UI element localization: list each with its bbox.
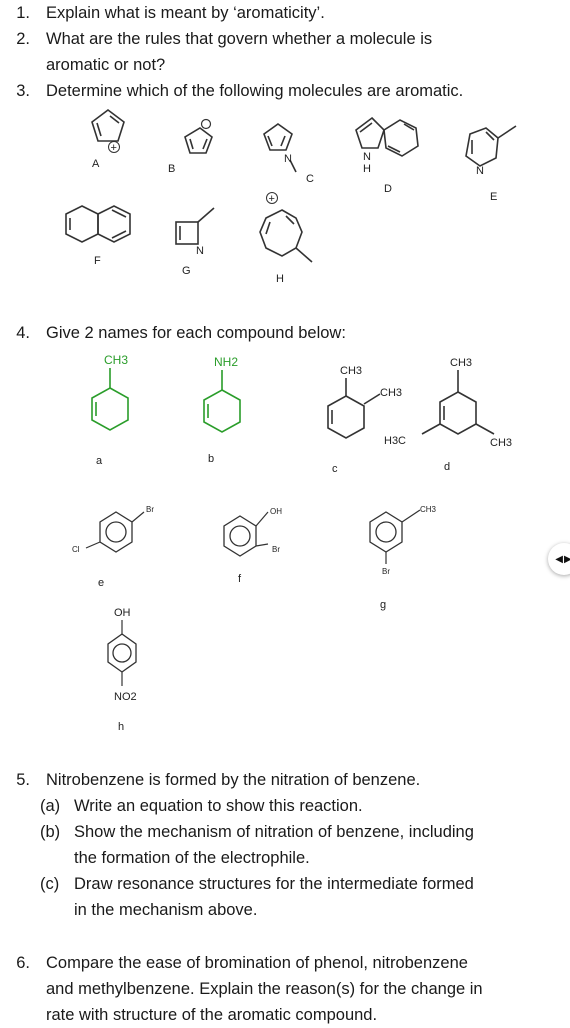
question-number: 1. bbox=[16, 4, 30, 22]
substituent-ch3: CH3 bbox=[490, 437, 512, 449]
question-text: What are the rules that govern whether a… bbox=[46, 30, 433, 48]
question-text: Explain what is meant by ‘aromaticity’. bbox=[46, 4, 325, 22]
q5-part-a: (a) Write an equation to show this react… bbox=[40, 793, 363, 819]
atom-N: N bbox=[363, 151, 371, 163]
part-label: (a) bbox=[40, 797, 61, 815]
part-label: (b) bbox=[40, 823, 61, 841]
compound-f: OH Br f bbox=[223, 507, 282, 585]
question-number: 2. bbox=[16, 30, 30, 48]
substituent-ch3: CH3 bbox=[104, 353, 128, 367]
compound-d: CH3 H3C CH3 d bbox=[384, 357, 512, 473]
substituent-ch3: CH3 bbox=[420, 505, 437, 514]
part-text: Write an equation to show this reaction. bbox=[74, 797, 363, 815]
molecule-F: F bbox=[65, 205, 131, 267]
substituent-ch3: CH3 bbox=[450, 357, 472, 369]
label-c: c bbox=[332, 463, 338, 475]
question-text: Nitrobenzene is formed by the nitration … bbox=[46, 771, 421, 789]
molecule-C: N C bbox=[263, 123, 314, 185]
substituent-cl: Cl bbox=[72, 545, 80, 554]
question-text: rate with structure of the aromatic comp… bbox=[46, 1006, 378, 1024]
molecule-B: B bbox=[168, 118, 213, 175]
label-a: a bbox=[96, 455, 103, 467]
compound-g: CH3 Br g bbox=[369, 505, 437, 611]
plus-sign: + bbox=[269, 193, 275, 205]
molecule-drawings: + A B N C N H D N E bbox=[65, 109, 517, 733]
label-D: D bbox=[384, 183, 392, 195]
question-number: 3. bbox=[16, 82, 30, 100]
label-F: F bbox=[94, 255, 101, 267]
part-text: the formation of the electrophile. bbox=[74, 849, 310, 867]
compound-a: CH3 a bbox=[91, 353, 129, 467]
substituent-ch3: CH3 bbox=[380, 387, 402, 399]
part-text: Show the mechanism of nitration of benze… bbox=[74, 823, 474, 841]
question-text: Give 2 names for each compound below: bbox=[46, 324, 346, 342]
molecule-G: N G bbox=[175, 207, 215, 277]
label-g: g bbox=[380, 599, 386, 611]
compound-e: Br Cl e bbox=[72, 505, 154, 589]
label-E: E bbox=[490, 191, 497, 203]
label-e: e bbox=[98, 577, 104, 589]
left-right-arrows-icon: ◀▶ bbox=[555, 553, 570, 565]
substituent-nh2: NH2 bbox=[214, 355, 238, 369]
substituent-oh: OH bbox=[270, 507, 282, 516]
label-f: f bbox=[238, 573, 242, 585]
label-b: b bbox=[208, 453, 214, 465]
question-number: 6. bbox=[16, 954, 30, 972]
substituent-oh: OH bbox=[114, 607, 131, 619]
atom-N: N bbox=[284, 153, 292, 165]
part-label: (c) bbox=[40, 875, 60, 893]
substituent-h3c: H3C bbox=[384, 435, 406, 447]
atom-N: N bbox=[476, 165, 484, 177]
question-number: 4. bbox=[16, 324, 30, 342]
label-G: G bbox=[182, 265, 191, 277]
substituent-ch3: CH3 bbox=[340, 365, 362, 377]
substituent-br: Br bbox=[382, 567, 390, 576]
q5-part-c: (c) Draw resonance structures for the in… bbox=[40, 871, 474, 919]
substituent-br: Br bbox=[146, 505, 154, 514]
label-A: A bbox=[92, 158, 100, 170]
substituent-br: Br bbox=[272, 545, 280, 554]
compound-h: OH NO2 h bbox=[107, 607, 137, 733]
q5-part-b: (b) Show the mechanism of nitration of b… bbox=[40, 819, 474, 867]
molecule-A: + A bbox=[91, 109, 125, 170]
atom-H: H bbox=[363, 163, 371, 175]
molecule-H: + H bbox=[259, 192, 313, 285]
atom-N: N bbox=[196, 245, 204, 257]
label-H: H bbox=[276, 273, 284, 285]
compound-b: NH2 b bbox=[203, 355, 241, 465]
molecule-E: N E bbox=[465, 125, 517, 203]
label-C: C bbox=[306, 173, 314, 185]
substituent-no2: NO2 bbox=[114, 691, 137, 703]
molecule-D: N H D bbox=[355, 116, 419, 195]
label-B: B bbox=[168, 163, 175, 175]
compound-c: CH3 CH3 c bbox=[327, 365, 402, 475]
label-h: h bbox=[118, 721, 124, 733]
question-text: and methylbenzene. Explain the reason(s)… bbox=[46, 980, 483, 998]
question-number: 5. bbox=[16, 771, 30, 789]
part-text: Draw resonance structures for the interm… bbox=[74, 875, 474, 893]
question-text: Compare the ease of bromination of pheno… bbox=[46, 954, 468, 972]
label-d: d bbox=[444, 461, 450, 473]
question-text: aromatic or not? bbox=[46, 56, 166, 74]
question-text: Determine which of the following molecul… bbox=[46, 82, 464, 100]
part-text: in the mechanism above. bbox=[74, 901, 258, 919]
horizontal-scroll-button[interactable]: ◀▶ bbox=[548, 543, 570, 575]
plus-sign: + bbox=[111, 142, 117, 154]
